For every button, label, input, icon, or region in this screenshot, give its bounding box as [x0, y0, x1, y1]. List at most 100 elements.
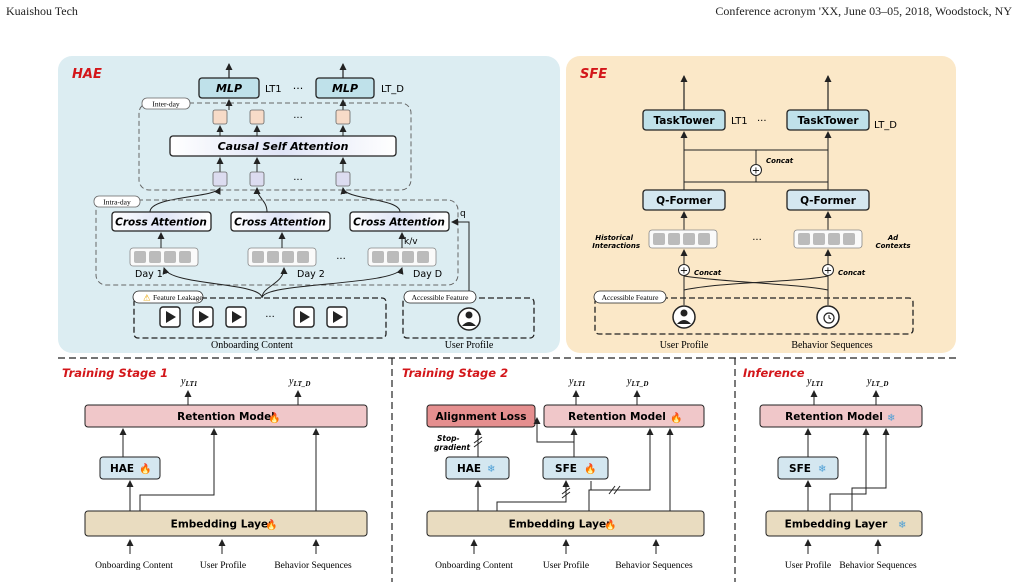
mlp-box-d	[315, 77, 375, 99]
fire-icon: 🔥	[265, 518, 277, 531]
svg-text:···: ···	[336, 254, 346, 265]
concat-label-top: Concat	[766, 157, 794, 165]
svg-text:User Profile: User Profile	[785, 560, 831, 571]
day-d-tokens	[367, 247, 437, 267]
frozen-icon: ❄	[898, 520, 906, 531]
fire-icon: 🔥	[670, 411, 682, 424]
day-1-label: Day 1	[135, 269, 163, 280]
cross-attention-1	[111, 211, 212, 232]
sfe-panel: SFE TaskTower LT1 ··· TaskTower LT_D + C…	[566, 56, 956, 353]
svg-text:Behavior Sequences: Behavior Sequences	[791, 340, 872, 351]
user-icon	[457, 307, 481, 331]
svg-text:Alignment Loss: Alignment Loss	[436, 411, 527, 423]
alignment-loss-box	[426, 404, 536, 428]
svg-text:Inference: Inference	[743, 366, 805, 380]
svg-text:Ad: Ad	[887, 234, 899, 242]
retention-model-box-2	[543, 404, 705, 428]
svg-text:···: ···	[752, 235, 762, 246]
svg-text:···: ···	[293, 113, 303, 124]
kv-label: k/v	[404, 237, 418, 247]
fire-icon: 🔥	[139, 462, 151, 475]
svg-text:+: +	[680, 266, 688, 277]
onboarding-content-box	[133, 297, 387, 339]
svg-text:LT_D: LT_D	[874, 120, 897, 131]
video-play-icons	[159, 306, 348, 328]
svg-text:Embedding Layer: Embedding Layer	[785, 519, 888, 531]
sfe-box-3	[777, 456, 839, 480]
cross-attention-d	[349, 211, 450, 232]
user-icon-sfe	[672, 305, 696, 329]
svg-text:HAE: HAE	[110, 463, 134, 475]
q-label: q	[460, 209, 466, 219]
svg-text:Accessible Feature: Accessible Feature	[602, 293, 660, 302]
fire-icon: 🔥	[268, 411, 280, 424]
svg-text:TaskTower: TaskTower	[797, 115, 859, 127]
svg-text:SFE: SFE	[789, 463, 811, 475]
svg-text:User Profile: User Profile	[660, 340, 709, 351]
fire-icon: 🔥	[584, 462, 596, 475]
svg-text:yLT1: yLT1	[806, 376, 823, 388]
tasktower-1	[642, 109, 726, 131]
svg-text:Concat: Concat	[694, 269, 722, 277]
token-out-1	[212, 109, 228, 125]
svg-text:Embedding Layer: Embedding Layer	[171, 519, 274, 531]
svg-text:Behavior Sequences: Behavior Sequences	[839, 561, 917, 571]
sfe-inputs-box	[594, 297, 914, 335]
user-profile-box	[402, 297, 535, 339]
sfe-title: SFE	[580, 67, 607, 82]
inference-panel: Inference yLT1 yLT_D Retention Model ❄ S…	[743, 366, 923, 571]
lt1-label: LT1	[265, 84, 282, 95]
svg-text:HAE: HAE	[457, 463, 481, 475]
retention-model-box-3	[759, 404, 923, 428]
hae-title: HAE	[72, 67, 102, 82]
svg-text:Contexts: Contexts	[875, 242, 910, 250]
svg-text:Onboarding Content: Onboarding Content	[435, 561, 513, 571]
embedding-layer-2	[426, 510, 705, 537]
day-2-tokens	[247, 247, 317, 267]
mlp-box-1	[198, 77, 260, 99]
history-clock-icon	[816, 305, 840, 329]
token-in-d	[335, 171, 351, 187]
frozen-icon: ❄	[887, 413, 895, 424]
mlp-label-d: MLP	[332, 82, 358, 95]
svg-text:yLT1: yLT1	[568, 376, 585, 388]
feature-leakage-label: Feature Leakage	[153, 293, 203, 302]
hae-panel: HAE MLP LT1 ··· MLP LT_D Inter-day ··· C…	[58, 56, 560, 353]
mlp-dots: ···	[293, 82, 304, 95]
token-out-d	[335, 109, 351, 125]
svg-text:Q-Former: Q-Former	[656, 195, 713, 207]
svg-text:Training Stage 2: Training Stage 2	[402, 366, 508, 380]
onboarding-content-label: Onboarding Content	[211, 340, 293, 351]
svg-text:Behavior Sequences: Behavior Sequences	[274, 561, 352, 571]
csa-label: Causal Self Attention	[218, 140, 349, 153]
accessible-feature-label: Accessible Feature	[412, 293, 470, 302]
historical-tokens	[648, 229, 718, 249]
token-in-1	[212, 171, 228, 187]
svg-text:Onboarding Content: Onboarding Content	[95, 561, 173, 571]
svg-text:Cross Attention: Cross Attention	[234, 217, 326, 229]
embedding-layer-1	[84, 510, 368, 537]
retention-model-box-1	[84, 404, 368, 428]
causal-self-attention-box	[169, 135, 397, 157]
svg-text:Interactions: Interactions	[592, 242, 640, 250]
day-1-tokens	[129, 247, 199, 267]
running-header-left: Kuaishou Tech	[6, 4, 78, 18]
day-2-label: Day 2	[297, 269, 325, 280]
intra-day-label: Intra-day	[103, 198, 131, 207]
frozen-icon: ❄	[818, 464, 826, 475]
ad-tokens	[793, 229, 863, 249]
sfe-box-2	[542, 456, 609, 480]
svg-text:Retention Model: Retention Model	[785, 411, 883, 423]
svg-text:Training Stage 1: Training Stage 1	[62, 366, 168, 380]
frozen-icon: ❄	[487, 464, 495, 475]
svg-text:TaskTower: TaskTower	[653, 115, 715, 127]
inter-day-box	[138, 102, 412, 191]
svg-text:yLT_D: yLT_D	[288, 376, 310, 388]
svg-text:User Profile: User Profile	[200, 560, 246, 571]
hae-box-1	[99, 456, 161, 480]
svg-text:Concat: Concat	[838, 269, 866, 277]
warning-icon: ⚠	[143, 294, 151, 304]
svg-text:User Profile: User Profile	[543, 560, 589, 571]
svg-text:+: +	[752, 166, 760, 177]
svg-text:Q-Former: Q-Former	[800, 195, 857, 207]
